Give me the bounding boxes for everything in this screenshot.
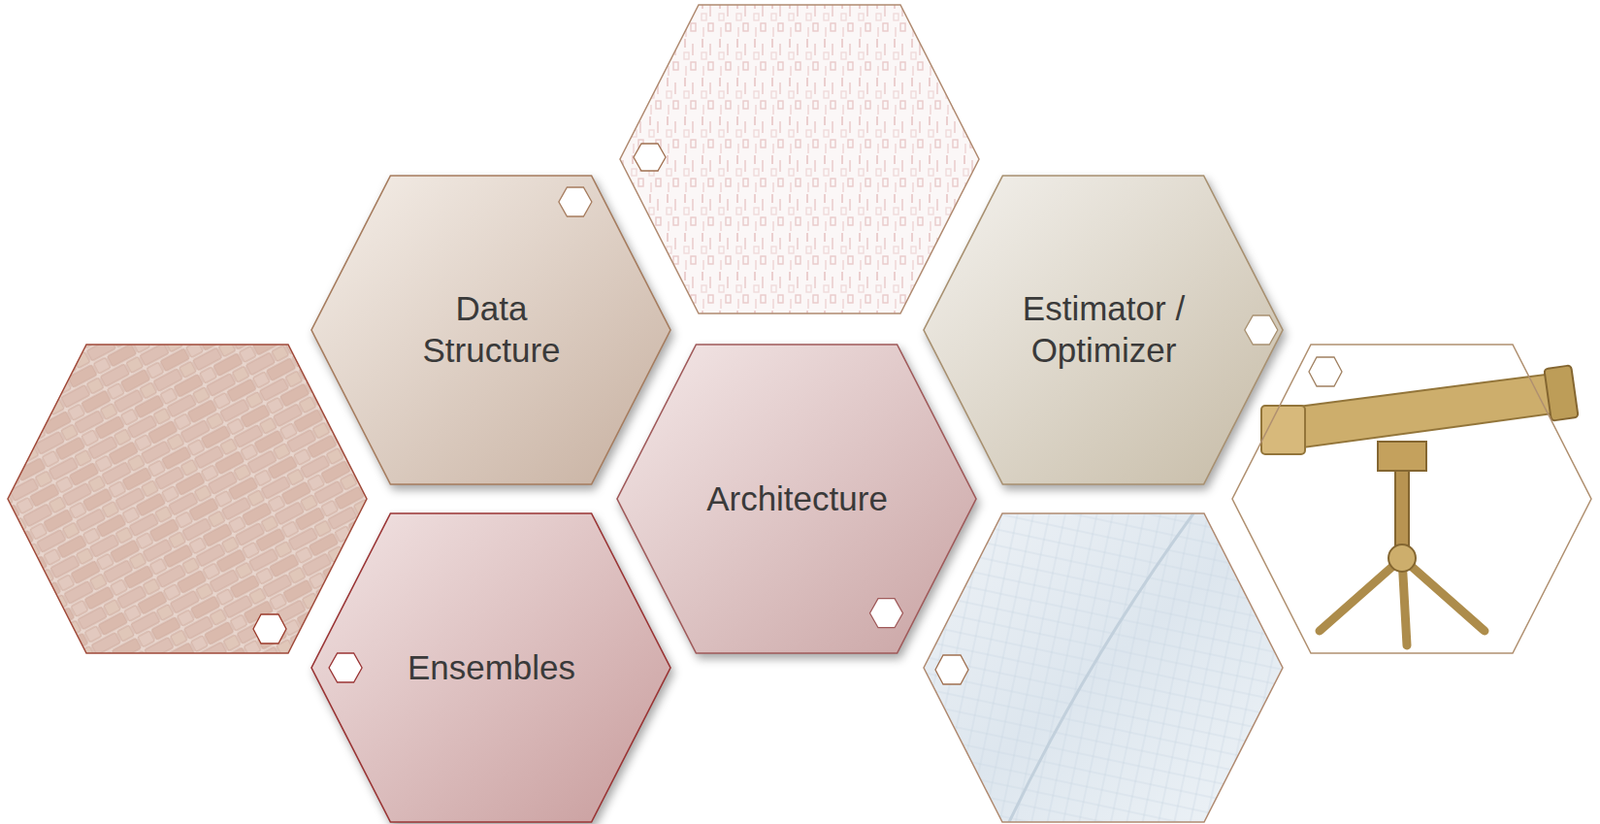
node-label: Data Structure bbox=[401, 288, 582, 371]
hexagon-node: Estimator / Optimizer bbox=[923, 175, 1283, 485]
hexagon-node: Data Structure bbox=[311, 175, 671, 485]
building-image-hex bbox=[921, 509, 1286, 824]
corner-hex-icon bbox=[328, 653, 362, 683]
hexagon-node: Architecture bbox=[617, 344, 977, 654]
corner-hex-icon bbox=[870, 598, 904, 628]
brick-image-hex bbox=[0, 329, 379, 660]
binary-image-hex bbox=[620, 4, 980, 314]
corner-hex-icon bbox=[1244, 315, 1278, 345]
node-label: Architecture bbox=[692, 478, 902, 521]
node-label: Estimator / Optimizer bbox=[1013, 288, 1194, 371]
corner-hex-icon bbox=[558, 187, 592, 217]
telescope-image-hex bbox=[1232, 344, 1592, 654]
node-label: Ensembles bbox=[401, 647, 582, 689]
hexagon-shape bbox=[923, 175, 1283, 485]
hexagon-node: Ensembles bbox=[311, 513, 671, 822]
hexagon-shape bbox=[311, 175, 671, 485]
